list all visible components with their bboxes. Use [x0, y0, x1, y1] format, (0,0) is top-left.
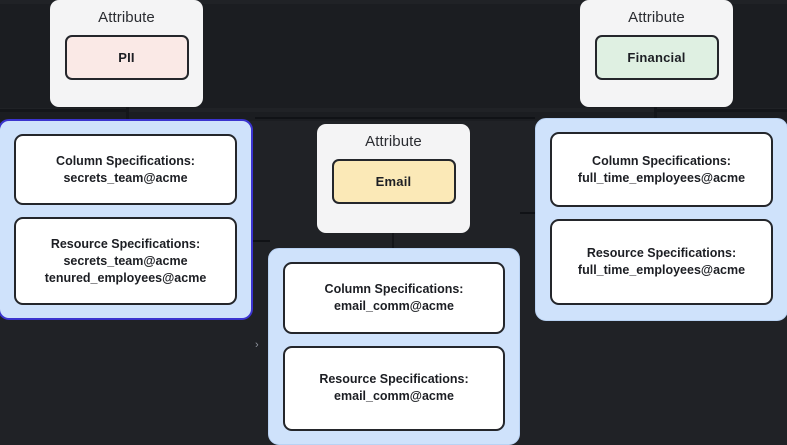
- edge-pii-to-secrets: [0, 109, 129, 112]
- edge-cross-link-left: [250, 240, 270, 242]
- attribute-card-title: Attribute: [628, 9, 685, 26]
- spec-card-value: secrets_team@acme: [63, 170, 188, 185]
- spec-card-value: full_time_employees@acme: [577, 170, 746, 185]
- edge-email-down: [392, 232, 394, 249]
- attribute-card-email[interactable]: Attribute Email: [317, 124, 470, 233]
- spec-card-value: tenured_employees@acme: [44, 270, 207, 285]
- edge-cross-link-right: [520, 212, 538, 214]
- spec-group-secrets-team[interactable]: Column Specifications: secrets_team@acme…: [0, 119, 253, 320]
- spec-card-resource-specifications[interactable]: Resource Specifications: full_time_emplo…: [550, 219, 773, 305]
- background-band-mid: [0, 112, 787, 121]
- spec-card-value: full_time_employees@acme: [577, 263, 746, 277]
- spec-card-resource-specifications[interactable]: Resource Specifications: secrets_team@ac…: [14, 217, 237, 305]
- edge-pii-down: [126, 107, 129, 120]
- chevron-right-icon[interactable]: ›: [255, 339, 259, 351]
- attribute-badge-pii[interactable]: PII: [64, 35, 189, 80]
- spec-card-value: email_comm@acme: [334, 389, 454, 404]
- spec-card-column-specifications[interactable]: Column Specifications: secrets_team@acme: [14, 134, 237, 205]
- attribute-badge-email[interactable]: Email: [331, 159, 456, 204]
- spec-group-full-time-employees[interactable]: Column Specifications: full_time_employe…: [535, 118, 787, 321]
- edge-financial-to-fulltime: [655, 109, 787, 112]
- spec-card-label: Column Specifications:: [324, 281, 464, 296]
- spec-card-label: Resource Specifications:: [319, 372, 469, 387]
- spec-card-value: email_comm@acme: [334, 298, 454, 313]
- attribute-card-title: Attribute: [365, 133, 422, 150]
- attribute-card-financial[interactable]: Attribute Financial: [580, 0, 733, 107]
- spec-card-column-specifications[interactable]: Column Specifications: full_time_employe…: [550, 132, 773, 207]
- spec-card-value: secrets_team@acme: [63, 253, 188, 268]
- edge-financial-down: [654, 107, 657, 119]
- edge-cross-link: [255, 117, 535, 119]
- attribute-card-title: Attribute: [98, 9, 155, 26]
- attribute-badge-financial[interactable]: Financial: [594, 35, 719, 80]
- spec-card-label: Resource Specifications:: [586, 246, 737, 260]
- spec-card-label: Column Specifications:: [592, 153, 731, 168]
- spec-card-column-specifications[interactable]: Column Specifications: email_comm@acme: [283, 262, 505, 334]
- spec-card-label: Resource Specifications:: [50, 236, 201, 251]
- attribute-card-pii[interactable]: Attribute PII: [50, 0, 203, 107]
- spec-group-email-comm[interactable]: Column Specifications: email_comm@acme R…: [268, 248, 520, 445]
- spec-card-resource-specifications[interactable]: Resource Specifications: email_comm@acme: [283, 345, 505, 431]
- spec-card-label: Column Specifications:: [56, 153, 195, 168]
